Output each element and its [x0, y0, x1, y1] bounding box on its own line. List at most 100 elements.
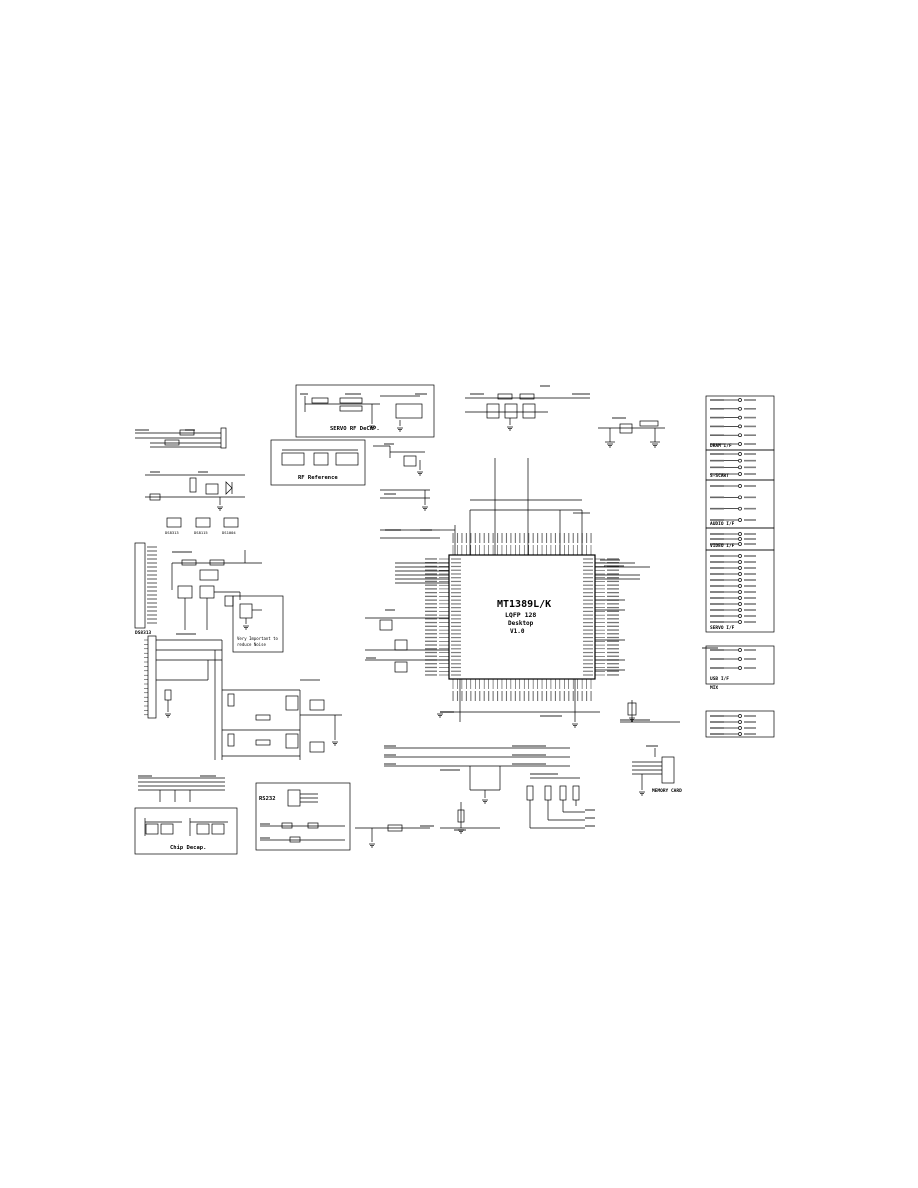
panel-port-name — [744, 573, 756, 575]
panel-port-name — [744, 416, 756, 419]
strip-pin-name — [147, 558, 157, 560]
panel-signal-name — [710, 473, 724, 475]
net-label-mark — [384, 745, 396, 747]
panel-port — [738, 714, 742, 718]
pin-name-mark — [451, 610, 461, 612]
net-name-mark — [607, 629, 619, 631]
panel-signal-name — [710, 667, 724, 669]
strip-pin-name — [147, 550, 157, 552]
pin-name-mark — [456, 691, 459, 701]
panel-port-name — [744, 408, 756, 410]
panel-port-name — [744, 603, 756, 605]
group-video: VIDEO I/F — [710, 543, 735, 549]
important-note-box: Very Important to reduce Noise — [232, 595, 284, 653]
main-connector — [144, 635, 223, 760]
net-name-mark — [425, 651, 437, 654]
panel-port — [738, 620, 742, 624]
net-label-mark — [646, 745, 658, 747]
strip-pin-name — [147, 590, 157, 592]
panel-signal-name — [710, 567, 724, 569]
pin-name-mark — [568, 691, 570, 701]
panel-signal-name — [710, 408, 724, 410]
net-name-mark — [607, 674, 619, 676]
pin-name-mark — [583, 573, 593, 575]
panel-signal-name — [710, 425, 724, 428]
net-name-mark — [425, 648, 437, 650]
panel-port — [738, 424, 742, 429]
group-servo: SERVO I/F — [710, 625, 735, 631]
pin-name-mark — [523, 533, 525, 543]
power-switch-circuit — [145, 474, 245, 505]
net-label-mark — [440, 711, 454, 713]
panel-port-name — [744, 399, 756, 401]
pin-name-mark — [465, 691, 467, 701]
net-name-mark — [425, 595, 437, 598]
pin-name-mark — [583, 666, 593, 669]
panel-signal-name — [710, 496, 724, 499]
pin-name-mark — [583, 636, 593, 639]
pin-name-mark — [583, 599, 593, 601]
pin-name-mark — [583, 618, 593, 620]
strip-pin-name — [147, 574, 157, 576]
pin-name-mark — [572, 691, 574, 701]
pin-name-mark — [451, 580, 461, 583]
panel-port — [738, 554, 742, 558]
pin-name-mark — [550, 533, 552, 543]
pin-name-mark — [586, 533, 588, 543]
pin-name-mark — [492, 691, 494, 701]
ic-variant: Desktop — [508, 620, 534, 627]
top-bus — [380, 458, 590, 555]
panel-port-name — [744, 443, 756, 445]
net-label-mark — [540, 385, 550, 387]
pin-name-mark — [581, 691, 583, 701]
panel-signal-name — [710, 579, 724, 581]
pin-name-mark — [451, 562, 461, 564]
pin-name-mark — [528, 533, 530, 543]
crystal-oscillator — [598, 420, 665, 443]
pin-name-mark — [510, 533, 512, 543]
pin-name-mark — [497, 533, 499, 543]
net-label-mark — [604, 565, 624, 567]
panel-port — [738, 720, 742, 724]
transistor-1-label: DS8313 — [165, 530, 179, 535]
panel-port-name — [744, 715, 756, 717]
pin-name-mark — [452, 533, 454, 543]
strip-pin-name — [147, 618, 157, 620]
net-name-mark — [425, 591, 437, 594]
panel-port-name — [744, 519, 756, 521]
panel-signal-name — [710, 621, 724, 623]
net-label-mark — [420, 529, 432, 531]
panel-signal-name — [710, 615, 724, 617]
pullup-resistor-network — [526, 777, 585, 829]
panel-port — [738, 542, 742, 546]
pin-name-mark — [474, 533, 476, 543]
net-label-mark — [185, 429, 195, 431]
pin-name-mark — [479, 691, 481, 701]
pin-name-mark — [451, 651, 461, 654]
pin-name-mark — [572, 533, 574, 543]
pin-name-mark — [451, 614, 461, 616]
net-name-mark — [425, 584, 437, 586]
servo-rf-decap-block: SERVO RF DeCAP. — [295, 384, 435, 438]
left-pin-strip: DS8313 — [134, 542, 157, 636]
net-label-marks — [135, 385, 718, 839]
pin-name-mark — [483, 533, 485, 543]
pin-name-mark — [583, 674, 593, 676]
pin-name-mark — [583, 640, 593, 642]
panel-port-name — [744, 733, 756, 735]
pin-name-mark — [583, 580, 593, 583]
panel-port — [738, 590, 742, 594]
net-name-mark — [607, 663, 619, 665]
panel-port — [738, 465, 742, 470]
panel-port — [738, 732, 742, 736]
panel-port — [738, 415, 742, 420]
pin-name-mark — [537, 533, 539, 543]
strip-pin-name — [147, 582, 157, 584]
panel-port-name — [744, 543, 756, 545]
strip-pin-name — [147, 562, 157, 564]
net-label-mark — [366, 657, 376, 659]
net-label-mark — [135, 429, 149, 431]
net-name-mark — [607, 670, 619, 672]
net-name-mark — [607, 636, 619, 639]
net-label-mark — [345, 393, 361, 395]
